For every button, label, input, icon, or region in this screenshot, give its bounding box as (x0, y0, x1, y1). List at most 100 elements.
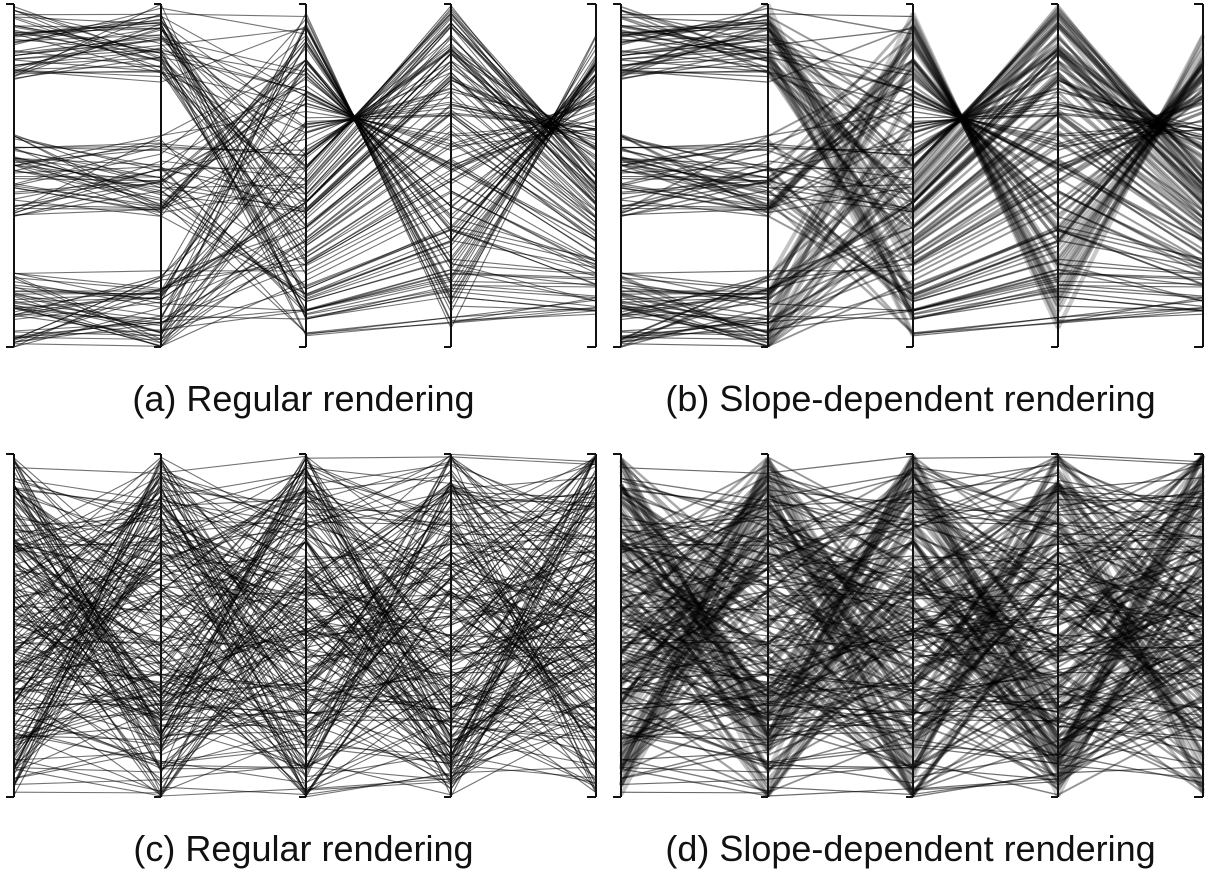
parallel-coordinates-plot (613, 453, 1206, 798)
data-segment (1057, 604, 1204, 662)
data-segment (911, 562, 1060, 745)
data-segment (1057, 609, 1204, 713)
data-segment (767, 237, 914, 348)
data-segment (620, 692, 769, 741)
data-segment (912, 124, 1059, 240)
data-segment (766, 22, 915, 320)
data-segment (767, 629, 914, 742)
data-segment (766, 559, 915, 743)
data-segment (1057, 91, 1204, 174)
data-segment (1056, 15, 1205, 189)
data-segment (1057, 603, 1204, 757)
data-segment (912, 629, 1059, 674)
data-segment (1057, 637, 1204, 707)
data-segment (910, 15, 1061, 324)
data-segment (620, 567, 769, 696)
data-segment (1057, 557, 1204, 627)
data-segment (912, 622, 1059, 669)
data-segment (1057, 635, 1204, 724)
data-segment (767, 279, 914, 348)
data-segment (1057, 725, 1204, 771)
data-segment (1057, 114, 1204, 227)
data-segment (1057, 682, 1204, 766)
data-segment (620, 791, 769, 794)
data-segment (620, 276, 769, 341)
data-segment (767, 522, 914, 632)
data-segment (912, 542, 1059, 634)
data-segment (911, 33, 1060, 295)
data-segment (912, 590, 1059, 640)
data-segment (767, 175, 914, 327)
data-segment (912, 114, 1059, 119)
data-segment (1057, 614, 1204, 687)
data-segment (1057, 725, 1204, 739)
data-segment (620, 290, 769, 318)
data-segment (1057, 460, 1204, 532)
data-segment (766, 24, 915, 276)
data-segment (620, 461, 769, 606)
data-segment (912, 228, 1059, 287)
data-segment (766, 569, 915, 738)
data-segment (1057, 488, 1204, 580)
data-segment (1057, 579, 1204, 654)
data-segment (912, 630, 1059, 721)
data-segment (767, 526, 914, 624)
data-segment (767, 78, 914, 166)
data-segment (620, 712, 769, 722)
data-segment (767, 28, 914, 47)
data-segment (766, 544, 915, 740)
data-segment (767, 303, 914, 312)
data-segment (1057, 310, 1204, 324)
data-segment (766, 504, 915, 686)
data-segment (1057, 75, 1204, 213)
data-segment (912, 268, 1059, 311)
data-segment (912, 95, 1059, 169)
data-segment (1057, 539, 1204, 600)
data-segment (766, 585, 915, 792)
data-segment (1056, 33, 1205, 205)
data-segment (1057, 671, 1204, 675)
data-segment (620, 287, 769, 301)
data-segment (911, 471, 1060, 710)
data-segment (912, 537, 1059, 632)
data-segment (1057, 515, 1204, 658)
data-segment (620, 751, 769, 761)
data-segment (912, 707, 1059, 714)
data-segment (767, 110, 914, 137)
data-segment (911, 58, 1060, 232)
data-segment (767, 627, 914, 708)
data-segment (1057, 90, 1204, 128)
data-segment (767, 149, 914, 204)
data-segment (766, 56, 915, 312)
data-segment (912, 566, 1059, 569)
data-segment (620, 605, 769, 690)
data-segment (912, 107, 1059, 125)
data-segment (620, 486, 769, 616)
data-segment (1057, 139, 1204, 240)
data-segment (911, 457, 1060, 669)
data-segment (620, 474, 769, 554)
data-segment (766, 571, 915, 797)
data-segment (912, 190, 1059, 267)
data-segment (619, 470, 770, 771)
data-segment (619, 483, 770, 750)
data-segment (1057, 118, 1204, 167)
data-segment (767, 617, 914, 652)
data-segment (912, 207, 1059, 282)
data-segment (767, 618, 914, 655)
data-segment (620, 168, 769, 208)
data-segment (1056, 607, 1205, 770)
data-segment (766, 557, 915, 779)
data-segment (767, 541, 914, 690)
data-segment (1057, 669, 1204, 771)
data-segment (1056, 535, 1205, 733)
data-segment (911, 571, 1060, 751)
data-segment (1057, 299, 1204, 319)
data-segment (1057, 650, 1204, 776)
data-segment (1057, 642, 1204, 709)
data-segment (912, 488, 1059, 592)
data-segment (620, 612, 769, 722)
data-segment (912, 669, 1059, 700)
data-segment (911, 569, 1060, 784)
data-segment (911, 58, 1060, 230)
